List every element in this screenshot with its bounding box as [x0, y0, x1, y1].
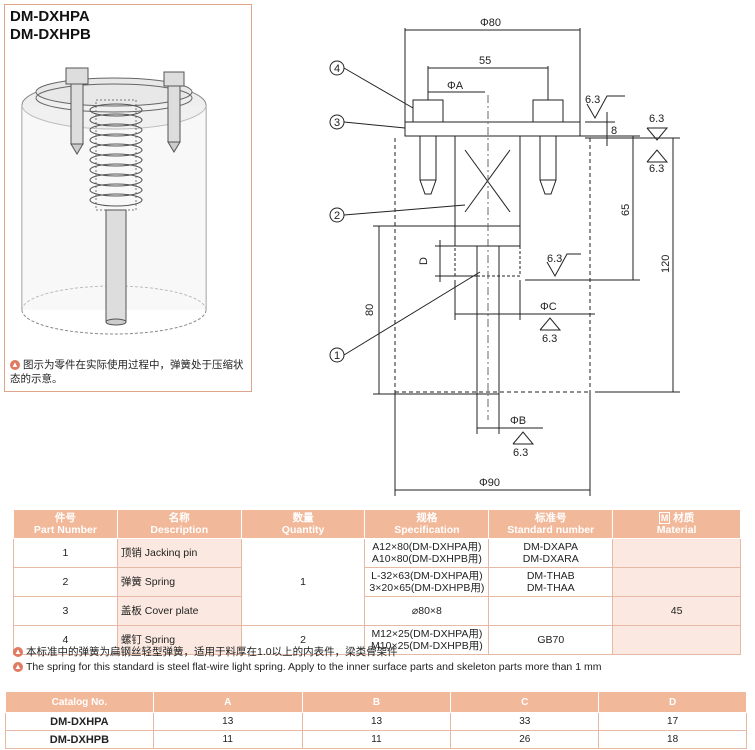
callout-1: 1 — [334, 350, 340, 362]
table-row: 4 螺钉 Spring 2 M12×25(DM-DXHPA用)M10×25(DM… — [13, 625, 741, 655]
dim-phiA: ΦA — [447, 80, 464, 92]
dim-phi80: Φ80 — [480, 17, 501, 29]
roughness-label: 6.3 — [585, 94, 600, 106]
dim-phiB: ΦB — [510, 415, 526, 427]
catalog-table: Catalog No. A B C D DM-DXHPA 13 13 33 17… — [5, 691, 747, 749]
technical-drawing: Φ80 55 ΦA 6.3 6.3 6.3 8 65 120 D 6.3 ΦC … — [329, 17, 680, 496]
roughness-label: 6.3 — [649, 163, 664, 175]
notes: ▲本标准中的弹簧为扁钢丝轻型弹簧，适用于料厚在1.0以上的内表件，梁类骨架件 ▲… — [13, 645, 601, 675]
col-header: B — [301, 691, 452, 713]
callout-4: 4 — [334, 63, 340, 75]
table-row: 2 弹簧 Spring L-32×63(DM-DXHPA用)3×20×65(DM… — [13, 567, 741, 597]
dim-80: 80 — [364, 304, 376, 316]
callout-3: 3 — [334, 117, 340, 129]
table-row: 1 顶销 Jackinq pin 1 A12×80(DM-DXHPA用)A10×… — [13, 538, 741, 626]
dim-8: 8 — [611, 125, 617, 137]
callout-2: 2 — [334, 210, 340, 222]
roughness-label: 6.3 — [649, 113, 664, 125]
illustration-panel — [4, 4, 252, 392]
col-header: A — [152, 691, 303, 713]
table-row: DM-DXHPA 13 13 33 17 — [5, 712, 747, 731]
model-name-a: DM-DXHPA — [10, 8, 90, 25]
col-header: D — [598, 691, 747, 713]
note-en: ▲The spring for this standard is steel f… — [13, 661, 602, 673]
warning-icon: ▲ — [13, 647, 23, 658]
dim-D: D — [418, 257, 430, 265]
table-header-row: Catalog No. A B C D — [5, 691, 747, 713]
warning-icon: ▲ — [10, 360, 20, 371]
material-badge: M — [658, 512, 671, 524]
dim-phiC: ΦC — [540, 301, 557, 313]
illustration-note: ▲图示为零件在实际使用过程中，弹簧处于压缩状态的示意。 — [10, 359, 244, 385]
dim-120: 120 — [660, 255, 672, 273]
table-row: 3 盖板 Cover plate ⌀80×8 45 — [13, 596, 741, 626]
3d-illustration — [21, 67, 207, 335]
note-cn: ▲本标准中的弹簧为扁钢丝轻型弹簧，适用于料厚在1.0以上的内表件，梁类骨架件 — [13, 646, 398, 658]
roughness-label: 6.3 — [542, 333, 557, 345]
model-name-b: DM-DXHPB — [10, 26, 91, 43]
col-header: C — [450, 691, 600, 713]
model-title: DM-DXHPA DM-DXHPB — [10, 8, 91, 44]
table-row: DM-DXHPB 11 11 26 18 — [5, 730, 747, 749]
roughness-label: 6.3 — [513, 447, 528, 459]
warning-icon: ▲ — [13, 662, 23, 673]
roughness-label: 6.3 — [547, 253, 562, 265]
col-header: Catalog No. — [5, 691, 154, 713]
dim-65: 65 — [620, 204, 632, 216]
dim-55: 55 — [479, 55, 491, 67]
dim-phi90: Φ90 — [479, 477, 500, 489]
